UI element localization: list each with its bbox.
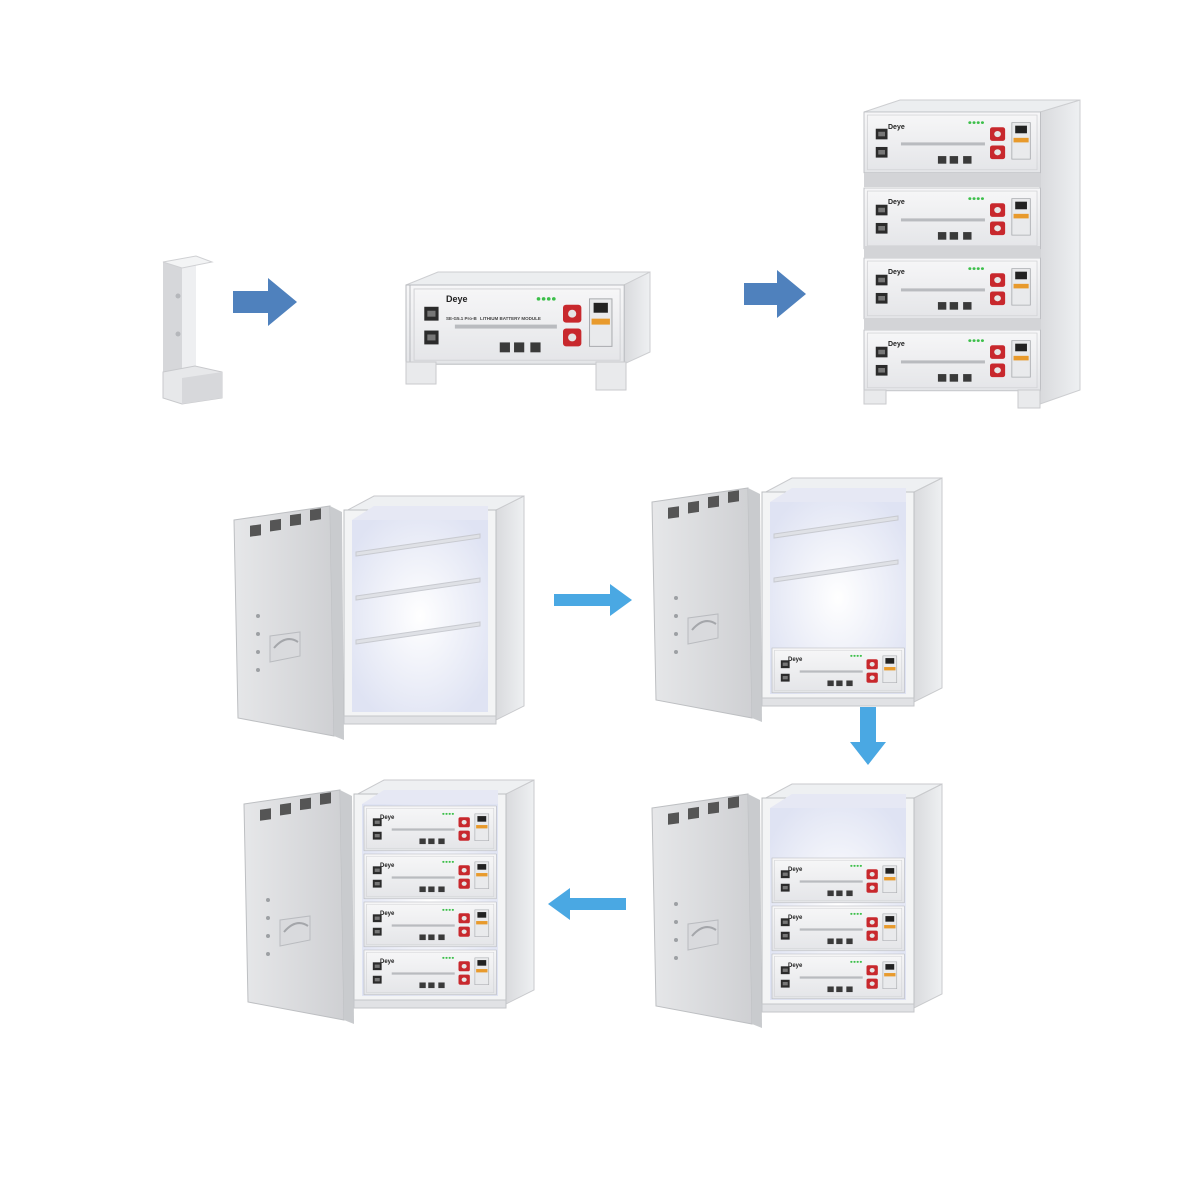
cabinet-full-module-1-brand: Deye	[380, 959, 395, 965]
cabinet-three-modules-module-2	[771, 905, 905, 952]
stack-brand-4: Deye	[888, 341, 905, 348]
module-model: SE-G5.1 Pro-B	[446, 316, 478, 321]
cabinet-one-module: Deye	[651, 477, 943, 722]
stacked-battery-modules: Deye Deye Deye Deye	[863, 99, 1081, 409]
cabinet-one-module-module-1-brand: Deye	[788, 657, 803, 663]
arrow-down	[850, 707, 886, 765]
cabinet-full-module-2	[363, 901, 497, 948]
stack-brand-1: Deye	[888, 124, 905, 131]
cabinet-one-module-module-1	[771, 647, 905, 694]
single-battery-module: Deye SE-G5.1 Pro-B LITHIUM BATTERY MODUL…	[405, 271, 651, 391]
cabinet-empty	[233, 495, 525, 740]
stack-module-1	[863, 111, 1041, 174]
module-brand: Deye	[446, 294, 468, 304]
arrow-right-3	[554, 584, 632, 616]
floor-bracket	[162, 255, 223, 405]
cabinet-full-module-1	[363, 949, 497, 996]
cabinet-three-modules-module-1	[771, 953, 905, 1000]
stack-module-4	[863, 329, 1041, 392]
module-title: LITHIUM BATTERY MODULE	[480, 316, 541, 321]
cabinet-three-modules-module-2-brand: Deye	[788, 915, 803, 921]
cabinet-full-module-2-brand: Deye	[380, 911, 395, 917]
cabinet-three-modules-module-3	[771, 857, 905, 904]
arrow-right-2	[744, 270, 806, 318]
cabinet-full-module-3	[363, 853, 497, 900]
stack-brand-3: Deye	[888, 269, 905, 276]
arrow-left	[548, 888, 626, 920]
stack-module-3	[863, 257, 1041, 320]
cabinet-full-module-3-brand: Deye	[380, 863, 395, 869]
stack-brand-2: Deye	[888, 199, 905, 206]
cabinet-three-modules-module-3-brand: Deye	[788, 867, 803, 873]
stack-module-2	[863, 187, 1041, 250]
cabinet-full-module-4-brand: Deye	[380, 815, 395, 821]
arrow-right-1	[233, 278, 297, 326]
cabinet-three-modules-module-1-brand: Deye	[788, 963, 803, 969]
cabinet-full-module-4	[363, 805, 497, 852]
